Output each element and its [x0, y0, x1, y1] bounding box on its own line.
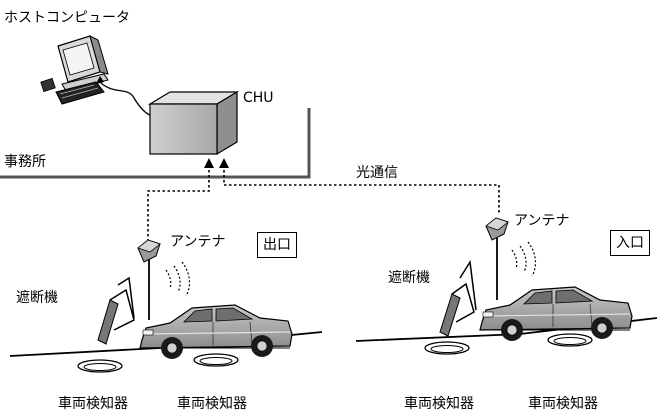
- detector-loop-entrance-1: [424, 341, 470, 355]
- barrier-gate-entrance: [439, 259, 477, 337]
- vehicle-exit: [139, 304, 293, 360]
- exit-label: 出口: [257, 232, 297, 258]
- vehicle-detector-label-1: 車両検知器: [58, 396, 128, 412]
- vehicle-detector-label-2: 車両検知器: [177, 396, 247, 412]
- barrier-gate-exit: [97, 276, 135, 345]
- barrier-gate-label-exit: 遮断機: [16, 290, 58, 306]
- detector-loop-entrance-2: [547, 333, 593, 347]
- entrance-label: 入口: [610, 230, 650, 256]
- vehicle-entrance: [479, 286, 633, 342]
- optical-link: [147, 165, 500, 240]
- host-computer-label: ホストコンピュータ: [4, 10, 130, 26]
- office-wall: [0, 108, 311, 179]
- antenna-exit: [137, 239, 191, 320]
- office-label: 事務所: [4, 154, 46, 170]
- antenna-label-exit: アンテナ: [170, 234, 226, 250]
- optical-comm-label: 光通信: [356, 165, 398, 181]
- chu-label: CHU: [243, 90, 274, 106]
- vehicle-detector-label-4: 車両検知器: [528, 396, 598, 412]
- antenna-label-entrance: アンテナ: [514, 213, 570, 229]
- vehicle-detector-label-3: 車両検知器: [404, 396, 474, 412]
- antenna-entrance: [485, 217, 537, 300]
- detector-loop-exit-1: [77, 359, 123, 373]
- host-computer-icon: [40, 35, 109, 105]
- chu-unit: [147, 90, 240, 156]
- detector-loop-exit-2: [193, 353, 239, 367]
- barrier-gate-label-entrance: 遮断機: [388, 270, 430, 286]
